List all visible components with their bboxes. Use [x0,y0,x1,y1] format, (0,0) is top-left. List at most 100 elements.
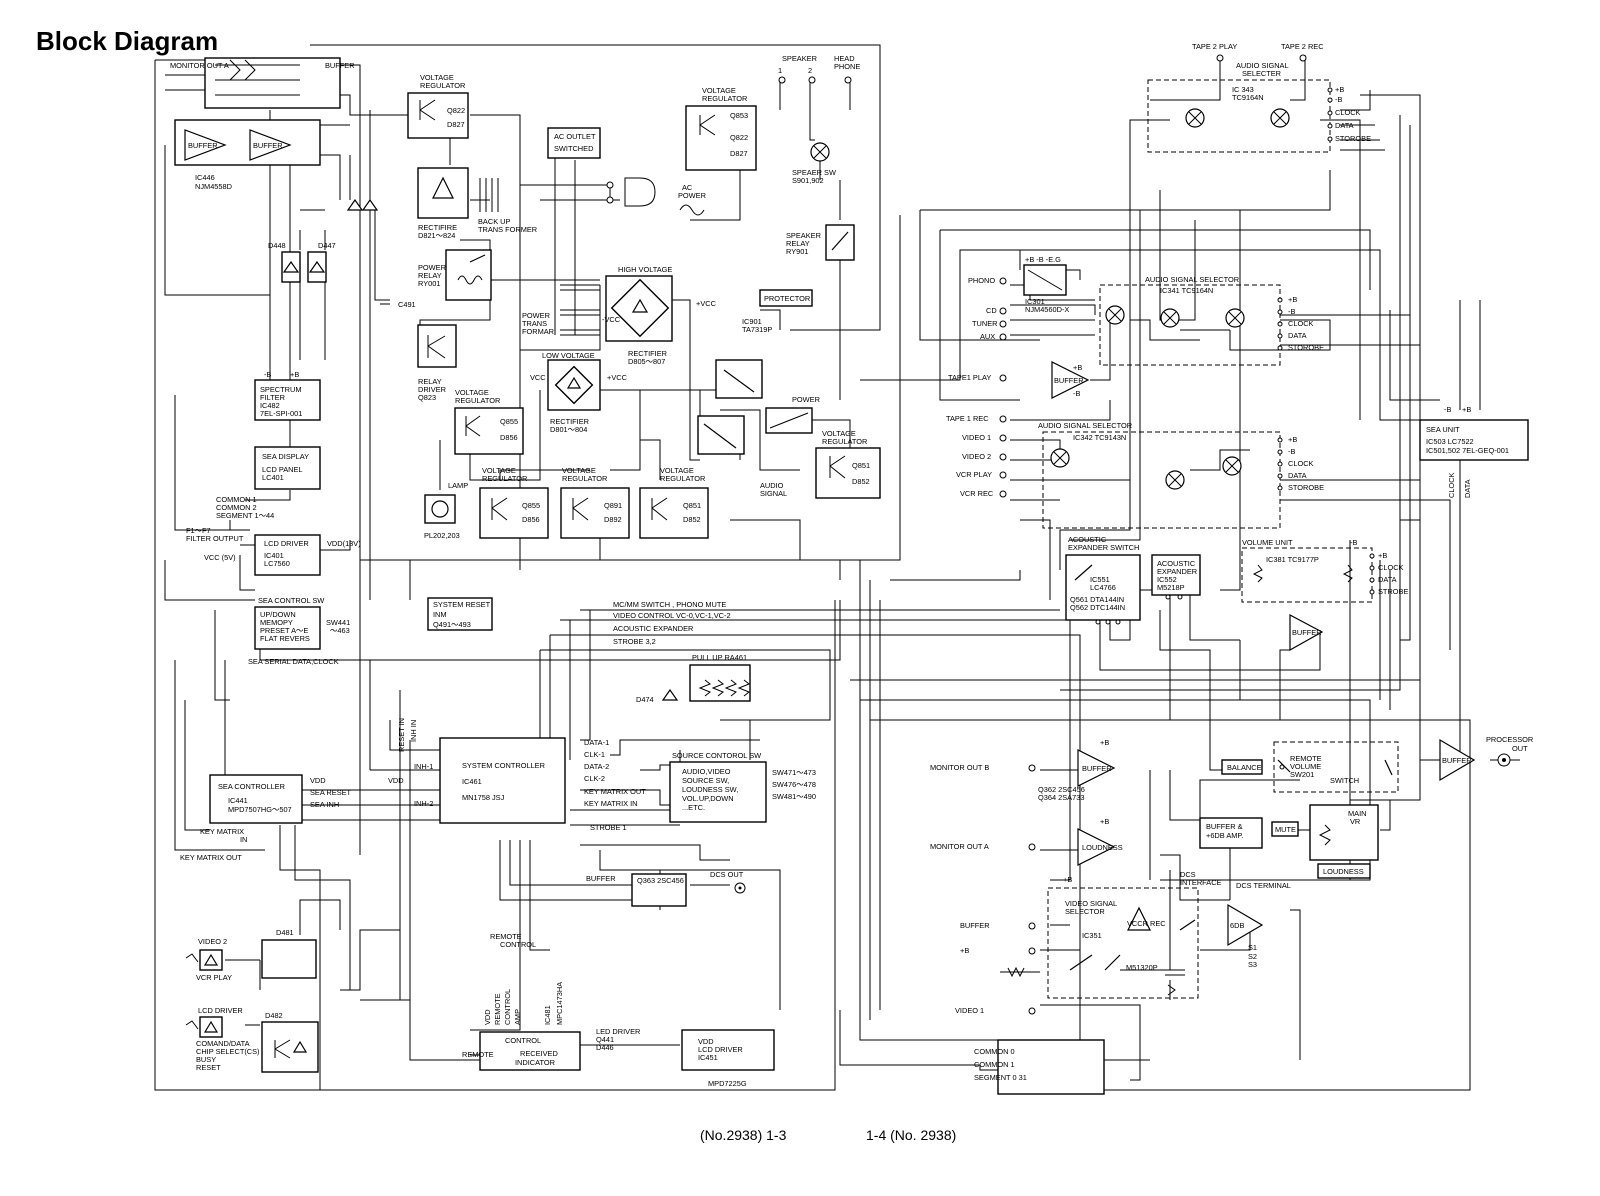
svg-text:BUSY: BUSY [196,1055,216,1064]
svg-text:μPD7507HG～507: μPD7507HG～507 [228,805,292,814]
svg-text:RECTIFIER: RECTIFIER [628,349,667,358]
svg-text:INH-1: INH-1 [414,762,433,771]
svg-text:CONTROL: CONTROL [505,1036,541,1045]
svg-text:TRANS FORMER: TRANS FORMER [478,225,537,234]
svg-text:-B: -B [1444,405,1451,414]
svg-text:IC341 TC9164N: IC341 TC9164N [1160,286,1213,295]
svg-text:TUNER: TUNER [972,319,997,328]
svg-text:μPC1473HA: μPC1473HA [555,982,564,1025]
svg-text:SELECTOR: SELECTOR [1065,907,1105,916]
svg-text:SW471～473: SW471～473 [772,768,816,777]
svg-text:+6dB AMP.: +6dB AMP. [1206,831,1243,840]
svg-text:S3: S3 [1248,960,1257,969]
svg-text:Mute: Mute [1275,825,1296,834]
svg-text:DATA: DATA [1288,471,1307,480]
svg-text:+B: +B [960,946,969,955]
svg-text:D856: D856 [522,515,540,524]
svg-text:VCR REC: VCR REC [960,489,994,498]
svg-text:Q562 DTC144IN: Q562 DTC144IN [1070,603,1125,612]
svg-text:VCCR REC: VCCR REC [1127,919,1166,928]
system-reset: SYSTEM RESET INM Q491～493 [427,597,493,631]
svg-text:LOUDNESS: LOUDNESS [1082,843,1123,852]
svg-text:D447: D447 [318,241,336,250]
svg-text:REGULATOR: REGULATOR [455,396,500,405]
svg-text:PHONO: PHONO [968,276,995,285]
svg-text:VOL.UP,DOWN: VOL.UP,DOWN [682,794,734,803]
svg-text:SEGMENT 0 31: SEGMENT 0 31 [974,1073,1027,1082]
svg-text:VOLTAGE: VOLTAGE [420,73,454,82]
svg-text:BACK UP: BACK UP [478,217,511,226]
svg-text:IC461: IC461 [462,777,482,786]
svg-text:REMOTE: REMOTE [462,1050,494,1059]
svg-text:STOROBE: STOROBE [1335,134,1371,143]
svg-text:+B: +B [1100,817,1109,826]
amp-6db-icon [1127,906,1151,931]
svg-text:IC901: IC901 [742,317,762,326]
svg-text:C491: C491 [398,300,416,309]
svg-text:VIDEO 2: VIDEO 2 [962,452,991,461]
volume-unit: VOLUME UNIT -B IC381 TC9177P +B CLOCK DA… [1241,538,1408,652]
svg-text:LOUDNESS SW,: LOUDNESS SW, [682,785,738,794]
svg-text:+B: +B [1288,435,1297,444]
video-selector-control: COMMON 0 COMMON 1 SEGMENT 0 31 [974,1039,1105,1095]
svg-text:KEY MATRIX: KEY MATRIX [200,827,244,836]
svg-text:BUFFER: BUFFER [253,141,283,150]
ac-outlet: AC OUTLET SWITCHED AC POWER [547,127,706,216]
svg-text:HIGH VOLTAGE: HIGH VOLTAGE [618,265,672,274]
control-bus-labels: MC/MM SWITCH , PHONO MUTE VIDEO CONTROL … [248,600,731,666]
high-voltage-rectifier: HIGH VOLTAGE POWER TRANS FORMAR +Vcc -Vc… [522,265,717,366]
wiring [154,44,1520,1091]
svg-text:SW476～478: SW476～478 [772,780,816,789]
monitor-outputs: MONITOR OUT B BUFFER +B Q362 2SC456 Q364… [930,738,1123,866]
svg-text:BUFFER &: BUFFER & [1206,822,1243,831]
remote-indicator: LCD DRIVER COMAND/DATA CHIP SELECT(CS) B… [185,1006,319,1073]
diagram-title: Block Diagram [36,26,218,56]
svg-text:VOLTAGE: VOLTAGE [562,466,596,475]
svg-text:SEA SERIAL DATA,CLOCK: SEA SERIAL DATA,CLOCK [248,657,339,666]
svg-text:CLOCK: CLOCK [1378,563,1404,572]
svg-text:LAMP: LAMP [448,481,468,490]
svg-text:COMMON 1: COMMON 1 [974,1060,1015,1069]
svg-text:STOROBE: STOROBE [1288,483,1324,492]
svg-text:-B: -B [1335,95,1342,104]
svg-text:+B -B -E.G: +B -B -E.G [1025,255,1061,264]
svg-text:REMOTE: REMOTE [493,993,502,1025]
svg-text:-B: -B [1073,389,1080,398]
pull-up-resistors: PULL UP RA461 D474 [636,653,751,704]
svg-text:IC301: IC301 [1025,297,1045,306]
svg-text:...ETC.: ...ETC. [682,803,705,812]
svg-text:+B: +B [1335,85,1344,94]
svg-text:CONTROL: CONTROL [503,989,512,1025]
svg-text:-B: -B [264,370,271,379]
svg-text:TC9164N: TC9164N [1232,93,1264,102]
sea-unit: SEA UNIT IC503 LC7522 IC501,502 7EL-GEQ-… [1419,405,1529,498]
svg-text:BUFFER: BUFFER [1292,628,1322,637]
svg-text:PROTECTOR: PROTECTOR [764,294,810,303]
svg-text:HEAD: HEAD [834,54,855,63]
svg-text:BUFFER: BUFFER [188,141,218,150]
svg-text:LOW VOLTAGE: LOW VOLTAGE [542,351,595,360]
svg-text:Q855: Q855 [522,501,540,510]
svg-text:IC342 TC9143N: IC342 TC9143N [1073,433,1126,442]
svg-text:-Vcc: -Vcc [602,315,621,324]
svg-text:NJM4560D-X: NJM4560D-X [1025,305,1069,314]
svg-text:SEA UNIT: SEA UNIT [1426,425,1460,434]
protector: PROTECTOR IC901 TA7319P [742,289,813,334]
svg-text:SEA CONTROLLER: SEA CONTROLLER [218,782,285,791]
svg-text:DCS: DCS [1180,870,1196,879]
svg-text:F1～F7: F1～F7 [186,526,211,535]
svg-text:+Vcc: +Vcc [696,299,717,308]
svg-text:MEMOPY: MEMOPY [260,618,293,627]
svg-text:CLK-2: CLK-2 [584,774,605,783]
svg-text:DRIVER: DRIVER [418,385,446,394]
svg-text:COMMON 1: COMMON 1 [216,495,257,504]
svg-text:ACOUSTIC EXPANDER: ACOUSTIC EXPANDER [613,624,693,633]
svg-text:M5218P: M5218P [1157,583,1185,592]
svg-text:IC501,502 7EL-GEQ-001: IC501,502 7EL-GEQ-001 [1426,446,1509,455]
svg-text:POWER: POWER [522,311,550,320]
power-switch: POWER [697,359,820,455]
svg-text:KEY MATRIX OUT: KEY MATRIX OUT [180,853,242,862]
svg-text:SW441: SW441 [326,618,350,627]
svg-text:+B: +B [290,370,299,379]
svg-text:VCR PLAY: VCR PLAY [956,470,992,479]
